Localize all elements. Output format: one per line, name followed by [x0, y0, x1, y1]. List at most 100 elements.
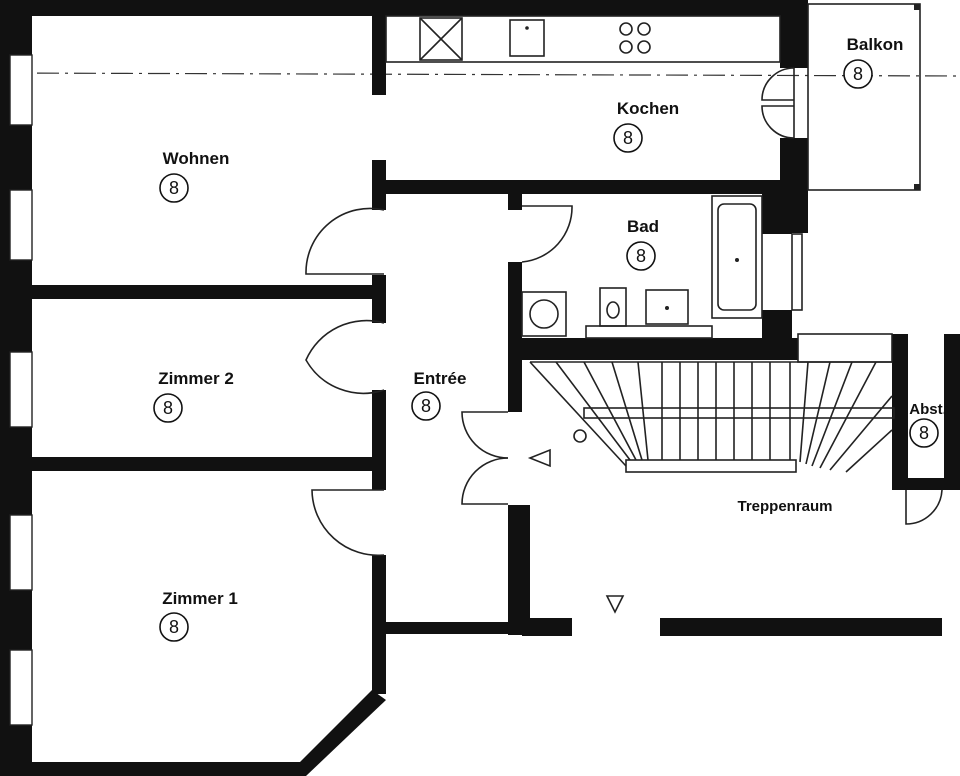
bathtub-drain: [735, 258, 739, 262]
wall-entree-bottom: [372, 622, 522, 634]
washing-machine-drum: [529, 299, 559, 329]
badge-circle-wohnen: [159, 173, 189, 203]
wall-entree-bad-top: [508, 194, 522, 210]
badge-bad: 8: [636, 246, 646, 266]
room-label-balkon: Balkon: [847, 35, 904, 54]
stair-tread-17: [819, 361, 877, 469]
stair-tread-3: [583, 361, 637, 461]
stair-tread-19: [845, 429, 893, 473]
washbasin: [645, 289, 689, 325]
wall-zimmer1-right: [372, 634, 386, 694]
badge-zimmer1: 8: [169, 617, 179, 637]
dishwasher-cross-b: [419, 17, 463, 61]
window-zimmer1-2: [9, 649, 33, 726]
balcony: [761, 3, 921, 191]
sink-drain: [525, 26, 529, 30]
arrow-down-marker: [605, 595, 625, 614]
wall-kitchen-bottom: [372, 180, 808, 194]
washbasin-drain: [665, 306, 669, 310]
stair-newel: [573, 429, 587, 443]
wall-top: [0, 0, 805, 16]
wall-bottom: [0, 762, 300, 776]
room-zimmer2: Zimmer 2 8: [153, 369, 234, 423]
dishwasher: [419, 17, 463, 61]
wall-bad-right-top: [762, 194, 792, 234]
windows-left: [9, 54, 33, 726]
room-label-abst: Abst.: [909, 401, 947, 418]
room-label-zimmer2: Zimmer 2: [158, 369, 234, 388]
badge-circle-kochen: [613, 123, 643, 153]
badge-circle-bad: [626, 241, 656, 271]
wall-treppe-bottom-right: [660, 618, 942, 636]
wall-treppe-bottom-left: [522, 618, 572, 636]
door-entree-1: [461, 411, 509, 459]
badge-entree: 8: [421, 396, 431, 416]
wall-zimmer2-bottom: [0, 457, 384, 471]
room-label-wohnen: Wohnen: [163, 149, 230, 168]
wall-rooms-right-b: [372, 390, 386, 490]
room-label-kochen: Kochen: [617, 99, 679, 118]
badge-zimmer2: 8: [163, 398, 173, 418]
badge-circle-zimmer2: [153, 393, 183, 423]
badge-abst: 8: [919, 423, 929, 443]
wall-abst-left: [892, 334, 908, 480]
stove-burner-1: [619, 22, 633, 36]
toilet: [599, 287, 627, 327]
balcony-post-1: [914, 4, 920, 10]
badge-balkon: 8: [853, 64, 863, 84]
door-entree-2: [461, 457, 509, 505]
wall-zimmer1-diagonal: [286, 690, 386, 776]
badge-circle-abst: [909, 418, 939, 448]
axis-line: [0, 72, 960, 77]
wall-bad-right-bottom: [762, 310, 792, 360]
window-zimmer2: [9, 351, 33, 428]
stove-burner-2: [637, 22, 651, 36]
room-entree: Entrée 8: [411, 369, 467, 421]
wall-kitchen-right-top: [780, 0, 808, 68]
room-kochen: Kochen 8: [613, 99, 679, 153]
washing-machine: [521, 291, 567, 337]
door-wohnen: [305, 207, 385, 275]
room-abst: Abst. 8: [909, 401, 947, 448]
toilet-bowl: [606, 301, 620, 319]
wall-wohnen-kochen-upper: [372, 0, 386, 95]
room-treppenraum: Treppenraum: [737, 498, 832, 515]
door-abst: [905, 489, 943, 525]
stair-tread-16: [811, 361, 853, 467]
wall-abst-right: [944, 334, 960, 480]
badge-circle-zimmer1: [159, 612, 189, 642]
stair-tread-2: [555, 361, 631, 461]
kitchen-counter: [385, 15, 781, 63]
bathroom-fixtures: [521, 195, 803, 339]
bathtub-inner: [717, 203, 757, 311]
stair-upper-shelf: [797, 333, 893, 363]
room-zimmer1: Zimmer 1 8: [159, 589, 238, 642]
wall-abst-bottom: [892, 478, 960, 490]
wall-entree-bad: [508, 262, 522, 412]
stove-burner-4: [637, 40, 651, 54]
stair-tread-5: [637, 361, 649, 461]
doors: [305, 205, 943, 557]
bath-shelf: [585, 325, 713, 339]
bathtub: [711, 195, 763, 319]
door-bad: [521, 205, 573, 263]
wall-wohnen-bottom: [0, 285, 384, 299]
sink: [509, 19, 545, 57]
balcony-door-swing-2: [761, 105, 795, 139]
badge-circle-entree: [411, 391, 441, 421]
stair-tread-4: [611, 361, 643, 461]
wall-rooms-right-a: [372, 275, 386, 323]
room-label-bad: Bad: [627, 217, 659, 236]
window-zimmer1-1: [9, 514, 33, 591]
balcony-outline: [807, 3, 921, 191]
badge-kochen: 8: [623, 128, 633, 148]
stair-tread-15: [805, 361, 831, 465]
stove-burner-3: [619, 40, 633, 54]
staircase: [527, 333, 895, 614]
stair-tread-1: [529, 361, 627, 467]
counter-outline: [385, 15, 781, 63]
window-wohnen-2: [9, 189, 33, 261]
balcony-post-2: [914, 184, 920, 190]
room-label-entree: Entrée: [414, 369, 467, 388]
